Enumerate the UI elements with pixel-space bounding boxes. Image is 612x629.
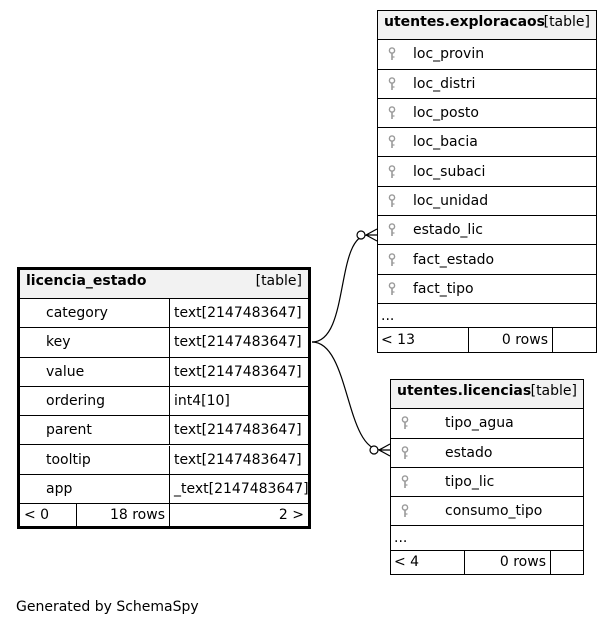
column-type: text[2147483647]: [174, 334, 302, 351]
table-utentes-exploracaos[interactable]: utentes.exploracaos[table] loc_provin loc_…: [377, 10, 597, 353]
column-row-loc_distri[interactable]: loc_distri: [378, 70, 596, 99]
table-header: utentes.exploracaos[table]: [378, 11, 596, 41]
column-name: tooltip: [20, 445, 170, 474]
ellipsis: ...: [381, 307, 395, 324]
key-icon: [401, 439, 409, 467]
key-icon: [401, 409, 409, 437]
parents-count[interactable]: < 4: [391, 550, 465, 574]
column-name: tipo_lic: [445, 474, 495, 491]
column-name: loc_posto: [413, 105, 479, 122]
column-type: _text[2147483647]: [174, 480, 309, 497]
children-count[interactable]: [553, 328, 596, 352]
column-name: estado_lic: [413, 222, 483, 239]
row-count: 0 rows: [469, 328, 553, 352]
column-row-loc_bacia[interactable]: loc_bacia: [378, 128, 596, 158]
column-type: int4[10]: [174, 393, 230, 410]
column-type: text[2147483647]: [174, 305, 302, 322]
table-type-label: [table]: [530, 383, 577, 399]
edge-exploracaos-end-circle: [356, 230, 366, 240]
key-icon: [388, 158, 396, 186]
column-type: text[2147483647]: [174, 422, 302, 439]
column-type: text[2147483647]: [174, 451, 302, 468]
row-count: 18 rows: [77, 504, 170, 526]
column-row-estado_lic[interactable]: estado_lic: [378, 216, 596, 246]
column-row-loc_subaci[interactable]: loc_subaci: [378, 158, 596, 187]
column-name: tipo_agua: [445, 415, 514, 432]
parents-count[interactable]: < 0: [20, 504, 77, 526]
table-header: utentes.licencias[table]: [391, 380, 583, 410]
column-name: loc_bacia: [413, 134, 478, 151]
table-name: utentes.exploracaos: [384, 14, 545, 30]
column-name: category: [20, 299, 170, 328]
column-name: parent: [20, 416, 170, 445]
edge-licencias: [311, 341, 382, 451]
column-type: text[2147483647]: [174, 363, 302, 380]
column-row-consumo_tipo[interactable]: consumo_tipo: [391, 497, 583, 527]
table-name: utentes.licencias: [397, 383, 532, 399]
column-name: key: [20, 328, 170, 357]
column-name: consumo_tipo: [445, 503, 543, 520]
column-name: fact_estado: [413, 251, 495, 268]
column-name: loc_distri: [413, 75, 476, 92]
ellipsis: ...: [394, 530, 408, 547]
edge-exploracaos-crowfoot: [365, 228, 378, 242]
key-icon: [401, 497, 409, 525]
table-name: licencia_estado: [26, 273, 147, 289]
column-name: estado: [445, 444, 493, 461]
edge-exploracaos: [311, 234, 369, 343]
column-name: loc_subaci: [413, 163, 486, 180]
column-row-fact_tipo[interactable]: fact_tipo: [378, 275, 596, 304]
column-name: fact_tipo: [413, 280, 474, 297]
key-icon: [388, 275, 396, 303]
table-type-label: [table]: [543, 14, 590, 30]
more-columns[interactable]: ...: [378, 304, 596, 329]
column-name: value: [20, 357, 170, 386]
key-icon: [388, 187, 396, 215]
column-row-loc_posto[interactable]: loc_posto: [378, 99, 596, 129]
column-row-fact_estado[interactable]: fact_estado: [378, 245, 596, 275]
key-icon: [388, 40, 396, 68]
key-icon: [388, 245, 396, 273]
column-row-loc_provin[interactable]: loc_provin: [378, 40, 596, 70]
key-icon: [388, 216, 396, 244]
key-icon: [401, 468, 409, 496]
column-name: loc_unidad: [413, 192, 489, 209]
edge-licencias-crowfoot: [378, 443, 391, 457]
key-icon: [388, 99, 396, 127]
column-row-tipo_lic[interactable]: tipo_lic: [391, 468, 583, 498]
children-count[interactable]: 2 >: [278, 507, 304, 524]
column-row-estado[interactable]: estado: [391, 439, 583, 468]
key-icon: [388, 70, 396, 98]
row-count: 0 rows: [465, 550, 551, 574]
parents-count[interactable]: < 13: [378, 328, 469, 352]
column-row-loc_unidad[interactable]: loc_unidad: [378, 187, 596, 217]
table-header: licencia_estado [table]: [20, 270, 308, 299]
column-row-app[interactable]: app_text[2147483647]: [20, 474, 309, 505]
table-type-label: [table]: [255, 273, 302, 289]
generated-by-footer: Generated by SchemaSpy: [16, 599, 199, 615]
key-icon: [388, 128, 396, 156]
children-count[interactable]: [551, 551, 583, 574]
column-name: ordering: [20, 386, 170, 416]
more-columns[interactable]: ...: [391, 527, 583, 551]
column-name: app: [20, 474, 170, 504]
edge-licencias-end-circle: [369, 445, 379, 455]
column-name: loc_provin: [413, 46, 485, 63]
column-row-tipo_agua[interactable]: tipo_agua: [391, 409, 583, 439]
